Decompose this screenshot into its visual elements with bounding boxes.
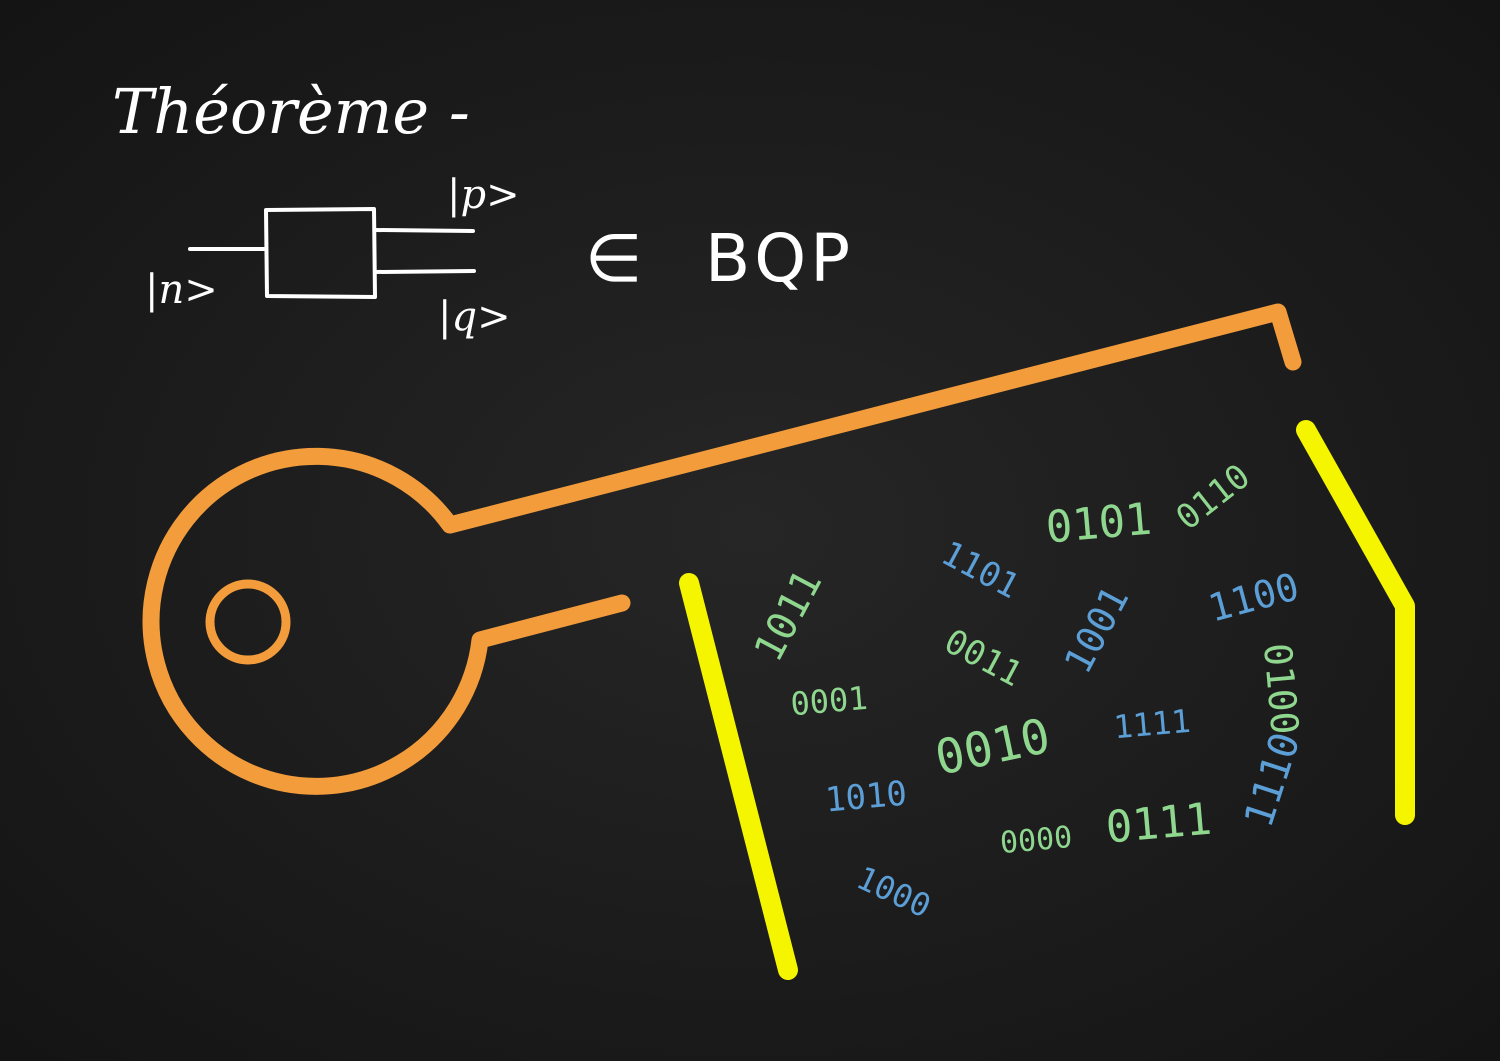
quantum-circuit bbox=[188, 207, 476, 299]
key-outline bbox=[142, 303, 1302, 795]
key-drawing bbox=[142, 303, 1302, 795]
lock-right-bar bbox=[1296, 420, 1415, 825]
lock-bracket bbox=[679, 420, 1415, 980]
binary-string: 0001 bbox=[789, 679, 869, 724]
binary-string: 1111 bbox=[1112, 702, 1192, 747]
circuit-output-wire-bottom bbox=[373, 269, 476, 274]
theorem-title: Théorème - bbox=[112, 75, 470, 148]
complexity-class-label: BQP bbox=[705, 220, 854, 297]
key-hole bbox=[205, 579, 291, 665]
binary-string: 1010 bbox=[824, 774, 909, 821]
binary-string: 0111 bbox=[1104, 794, 1214, 854]
circuit-output-wire-top bbox=[373, 228, 475, 233]
input-ket-label: |n> bbox=[145, 267, 218, 313]
output-bottom-ket-label: |q> bbox=[438, 294, 511, 340]
binary-string: 0000 bbox=[999, 820, 1074, 861]
output-top-ket-label: |p> bbox=[447, 172, 520, 218]
binary-string: 0101 bbox=[1044, 494, 1154, 554]
element-of-symbol: ∈ bbox=[585, 220, 647, 297]
lock-left-bar bbox=[679, 573, 798, 980]
binary-string: 0100 bbox=[1255, 641, 1307, 736]
circuit-gate-box bbox=[264, 207, 377, 299]
